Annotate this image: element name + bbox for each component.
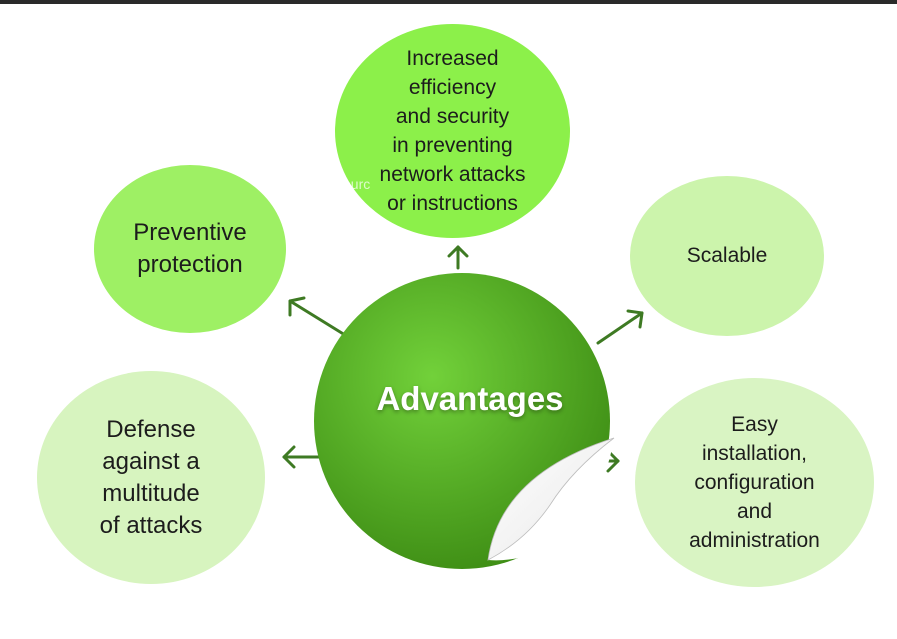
arrow-up-left	[288, 296, 347, 337]
arrow-up	[447, 245, 469, 270]
page-curl-icon	[487, 437, 615, 561]
bubble-preventive-protection-text: Preventive protection	[133, 219, 247, 278]
bubble-scalable: Scalable	[630, 176, 824, 336]
center-circle	[314, 273, 615, 569]
arrow-left	[282, 445, 325, 469]
top-border	[0, 0, 897, 4]
arrow-up-right	[596, 309, 644, 345]
bubble-efficiency-security-text: Increased efficiency and security in pre…	[379, 47, 526, 215]
center-label: Advantages	[376, 380, 564, 417]
bubble-defense-attacks: Defense against a multitude of attacks	[37, 371, 265, 584]
bubble-preventive-protection: Preventive protection	[94, 165, 286, 333]
bubble-scalable-text: Scalable	[686, 244, 768, 267]
bubble-easy-installation-text: Easy installation, configuration and adm…	[689, 413, 820, 552]
watermark-text: ourc	[343, 176, 371, 192]
bubble-efficiency-security: Increased efficiency and security in pre…	[335, 24, 570, 238]
bubble-easy-installation: Easy installation, configuration and adm…	[635, 378, 874, 587]
bubble-defense-attacks-text: Defense against a multitude of attacks	[99, 415, 203, 539]
